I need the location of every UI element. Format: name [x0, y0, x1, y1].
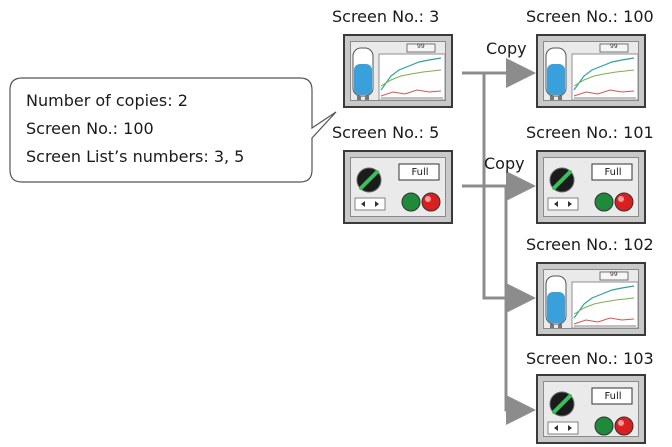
- source-screen-3-label: Screen No.: 3: [332, 7, 440, 26]
- tank-chart-graphic: [352, 43, 445, 100]
- callout-screen-list: Screen List’s numbers: 3, 5: [26, 147, 245, 166]
- source-screen-5-thumbnail[interactable]: Full: [343, 150, 453, 224]
- full-lamp-text: Full: [604, 167, 622, 178]
- target-screen-100-thumbnail[interactable]: 99: [536, 34, 646, 108]
- full-lamp-text: Full: [411, 167, 429, 178]
- tank-value-display: 99: [417, 43, 425, 50]
- callout-screen-no: Screen No.: 100: [26, 119, 154, 138]
- copy-label-2: Copy: [484, 154, 525, 173]
- tank-value-display: 99: [610, 43, 618, 50]
- target-screen-102-thumbnail[interactable]: 99: [536, 262, 646, 336]
- callout-bubble: [9, 77, 337, 183]
- switch-panel-graphic: [547, 163, 634, 212]
- tank-chart-graphic: [545, 271, 638, 328]
- target-screen-102-label: Screen No.: 102: [526, 235, 654, 254]
- tank-value-display: 99: [610, 271, 618, 278]
- copy-label-1: Copy: [486, 39, 527, 58]
- copy-arrows-from-screen-5: [462, 171, 536, 425]
- source-screen-3-thumbnail[interactable]: 99: [343, 34, 453, 108]
- target-screen-103-thumbnail[interactable]: Full: [536, 374, 646, 444]
- callout-copies: Number of copies: 2: [26, 91, 188, 110]
- tank-chart-graphic: [545, 43, 638, 100]
- switch-panel-graphic: [547, 387, 634, 436]
- target-screen-100-label: Screen No.: 100: [526, 7, 654, 26]
- switch-panel-graphic: [354, 163, 441, 212]
- full-lamp-text: Full: [604, 391, 622, 402]
- source-screen-5-label: Screen No.: 5: [332, 123, 440, 142]
- target-screen-103-label: Screen No.: 103: [526, 349, 654, 368]
- target-screen-101-label: Screen No.: 101: [526, 123, 654, 142]
- target-screen-101-thumbnail[interactable]: Full: [536, 150, 646, 224]
